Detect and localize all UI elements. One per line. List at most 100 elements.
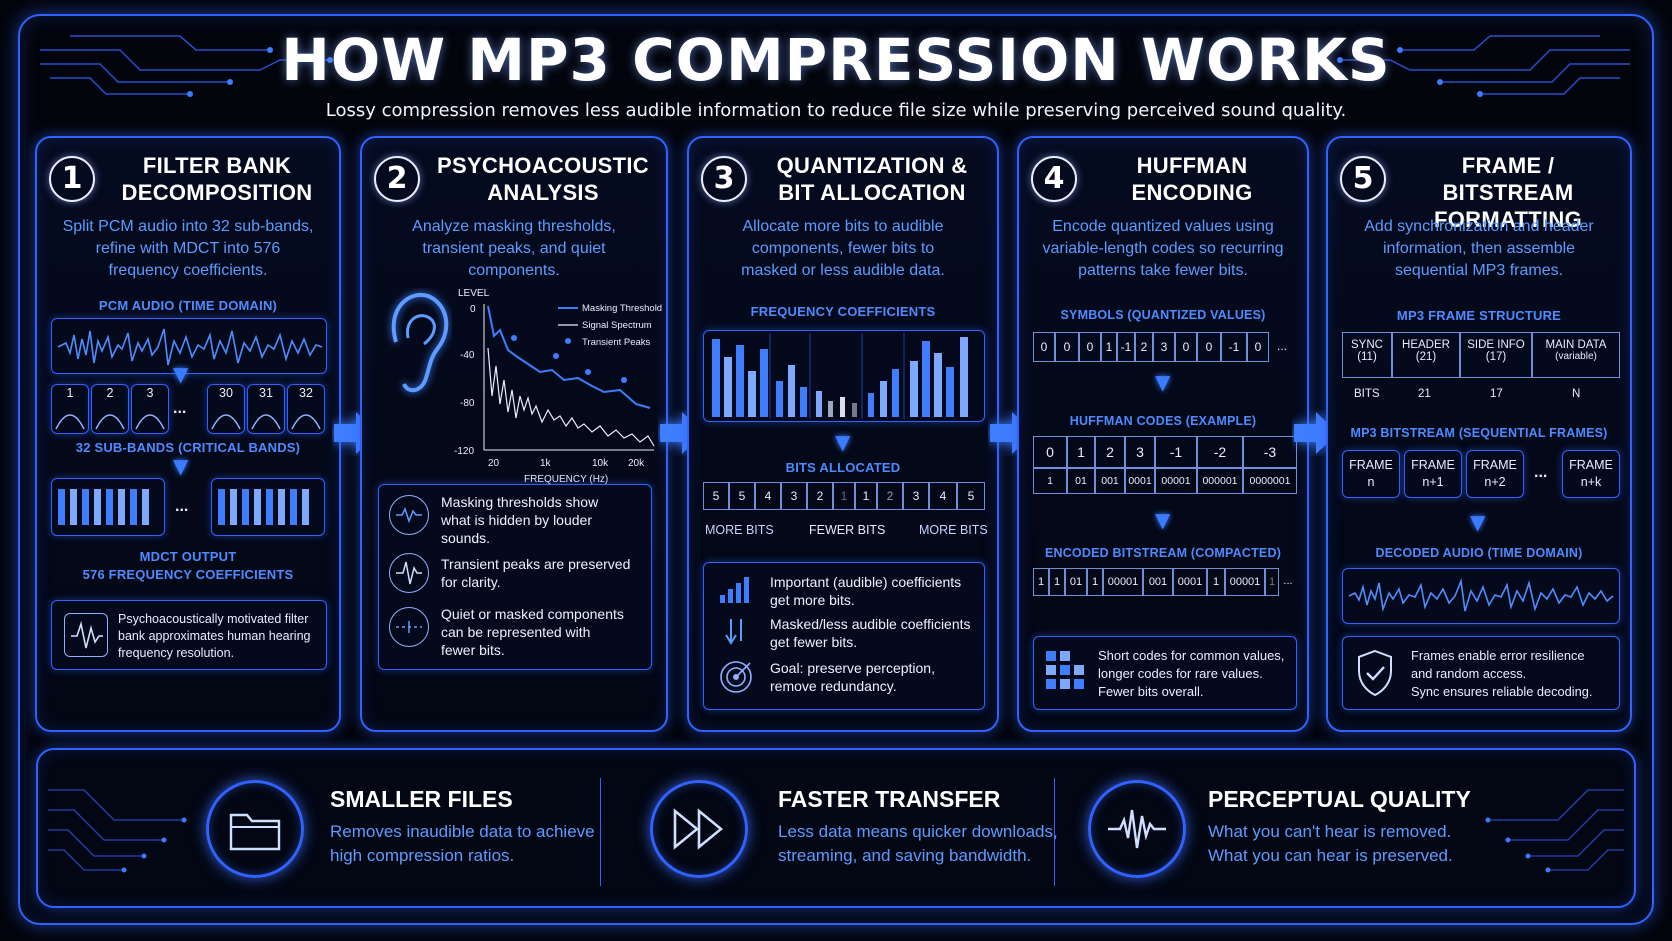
subband-1: 1 <box>51 384 89 434</box>
subbands-label: 32 SUB-BANDS (CRITICAL BANDS) <box>75 440 301 455</box>
mdct-blocks: ... <box>51 478 327 538</box>
subbands-row: 1 2 3 ... 30 31 32 <box>51 384 327 436</box>
folder-icon <box>206 780 304 878</box>
svg-text:10k: 10k <box>592 458 609 469</box>
fast-forward-icon <box>650 780 748 878</box>
encoded-bitstream-label: ENCODED BITSTREAM (COMPACTED) <box>1044 546 1282 560</box>
benefits-bar: SMALLER FILES Removes inaudible data to … <box>36 748 1636 908</box>
bar-chart-icon <box>720 577 749 603</box>
panel-quantization: 3 QUANTIZATION &BIT ALLOCATION Allocate … <box>687 136 999 732</box>
masking-chart: LEVEL 0 -40 -80 -120 20 1k 10k 20k FREQU… <box>454 288 662 485</box>
frequency-coefficients-label: FREQUENCY COEFFICIENTS <box>750 304 936 319</box>
arrow-down-icon: ▼ <box>173 454 189 478</box>
subband-31: 31 <box>247 384 285 434</box>
subband-30: 30 <box>207 384 245 434</box>
subband-3: 3 <box>131 384 169 434</box>
waveform-icon <box>64 613 108 657</box>
circuit-decoration-left <box>40 35 333 97</box>
symbols-label: SYMBOLS (QUANTIZED VALUES) <box>1060 308 1266 322</box>
symbols-row: 0 0 0 1 -1 2 3 0 0 -1 0 ... <box>1033 332 1297 362</box>
svg-text:1k: 1k <box>540 458 552 469</box>
fewer-bits: FEWER BITS <box>809 523 886 537</box>
svg-text:Signal Spectrum: Signal Spectrum <box>582 320 652 331</box>
step-number: 2 <box>374 156 420 202</box>
arrow-down-icon <box>725 619 742 645</box>
ear-icon <box>391 292 449 393</box>
more-bits-left: MORE BITS <box>705 523 774 537</box>
divider <box>1054 778 1055 886</box>
bits-allocated-label: BITS ALLOCATED <box>785 460 901 475</box>
decoded-audio-label: DECODED AUDIO (TIME DOMAIN) <box>1375 546 1583 560</box>
svg-text:FREQUENCY (Hz): FREQUENCY (Hz) <box>524 474 608 485</box>
arrow-down-icon: ▼ <box>1470 510 1486 534</box>
bits-row: 5 5 4 3 2 1 1 2 3 4 5 <box>703 482 985 510</box>
huffman-note: Short codes for common values,longer cod… <box>1033 636 1297 710</box>
svg-text:20k: 20k <box>628 458 645 469</box>
circuit-decoration-right <box>1337 35 1630 97</box>
svg-text:20: 20 <box>488 458 500 469</box>
page-subtitle: Lossy compression removes less audible i… <box>325 100 1347 121</box>
huffman-codes-label: HUFFMAN CODES (EXAMPLE) <box>1069 414 1257 428</box>
ellipsis: ... <box>173 400 187 417</box>
outer-frame <box>18 14 1654 925</box>
transient-icon <box>389 553 429 593</box>
svg-text:0: 0 <box>470 304 476 315</box>
waveform-icon <box>1088 780 1186 878</box>
benefit-desc-perceptual-quality: What you can't hear is removed.What you … <box>1208 822 1453 865</box>
arrow-down-icon: ▼ <box>835 430 851 454</box>
pcm-audio-label: PCM AUDIO (TIME DOMAIN) <box>98 298 278 313</box>
svg-text:LEVEL: LEVEL <box>458 288 490 299</box>
mdct-block-right <box>211 478 325 536</box>
decoded-waveform <box>1342 568 1620 624</box>
divider <box>600 778 601 886</box>
masking-icon <box>389 495 429 535</box>
svg-text:-120: -120 <box>454 446 474 457</box>
step-description: Split PCM audio into 32 sub-bands,refine… <box>62 218 314 279</box>
svg-text:Transient Peaks: Transient Peaks <box>582 337 651 348</box>
arrow-down-icon: ▼ <box>1155 508 1171 532</box>
page-title: HOW MP3 COMPRESSION WORKS <box>281 26 1391 94</box>
shield-check-icon <box>1358 649 1392 697</box>
bitstream-row: 1 1 01 1 00001 001 0001 1 00001 1 ... <box>1033 568 1297 596</box>
benefit-title-perceptual-quality: PERCEPTUAL QUALITY <box>1208 786 1471 812</box>
huffman-table: 0 1 2 3 -1 -2 -3 1 01 001 0001 00001 000… <box>1033 436 1297 496</box>
step-number: 1 <box>49 156 95 202</box>
mdct-block-left <box>51 478 165 536</box>
benefit-title-smaller-files: SMALLER FILES <box>330 786 513 812</box>
coefficient-bars <box>703 330 985 422</box>
grid-icon <box>1046 651 1084 689</box>
frame-structure-label: MP3 FRAME STRUCTURE <box>1396 308 1562 323</box>
ellipsis: ... <box>175 498 189 515</box>
pcm-waveform <box>51 318 327 374</box>
quiet-icon <box>389 607 429 647</box>
benefit-title-faster-transfer: FASTER TRANSFER <box>778 786 1001 812</box>
subband-2: 2 <box>91 384 129 434</box>
more-bits-right: MORE BITS <box>919 523 988 537</box>
target-icon <box>720 661 752 693</box>
step-number: 3 <box>701 156 747 202</box>
circuit-decoration-bottom-left <box>48 789 187 873</box>
step-title: QUANTIZATION &BIT ALLOCATION <box>776 153 968 205</box>
step-number: 5 <box>1340 156 1386 202</box>
svg-text:-80: -80 <box>460 398 475 409</box>
arrow-down-icon: ▼ <box>1155 370 1171 394</box>
frame-structure-table: SYNC(11) HEADER(21) SIDE INFO(17) MAIN D… <box>1342 332 1620 402</box>
circuit-decoration-bottom-right <box>1485 789 1624 873</box>
step-number: 4 <box>1031 156 1077 202</box>
svg-text:-40: -40 <box>460 350 475 361</box>
